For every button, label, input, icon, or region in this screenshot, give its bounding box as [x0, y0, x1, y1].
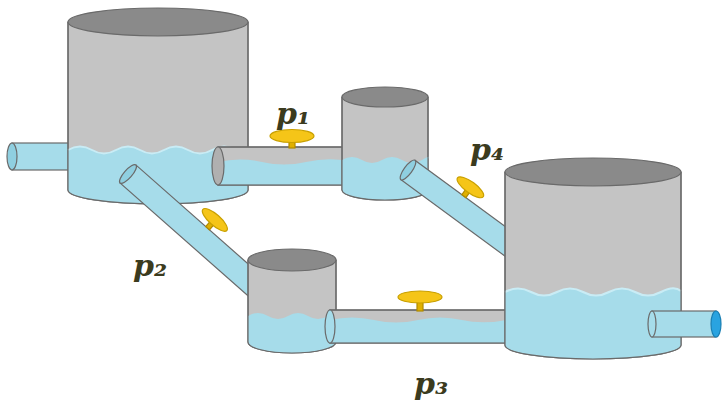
- pipe-label: p₃: [414, 369, 448, 399]
- large-tank: [68, 8, 248, 204]
- valve: [398, 291, 442, 311]
- pipe-label: p₂: [133, 251, 167, 281]
- pipe: [212, 130, 348, 186]
- small-tank: [248, 249, 336, 353]
- pipe-label: p₄: [470, 135, 504, 165]
- pipe: [325, 291, 512, 343]
- valve: [270, 130, 314, 149]
- valve: [196, 205, 231, 239]
- large-tank: [505, 158, 681, 359]
- outlet-pipe: [648, 311, 721, 337]
- valve: [451, 173, 487, 205]
- inlet-pipe: [7, 143, 74, 170]
- pipe-label: p₁: [276, 99, 310, 129]
